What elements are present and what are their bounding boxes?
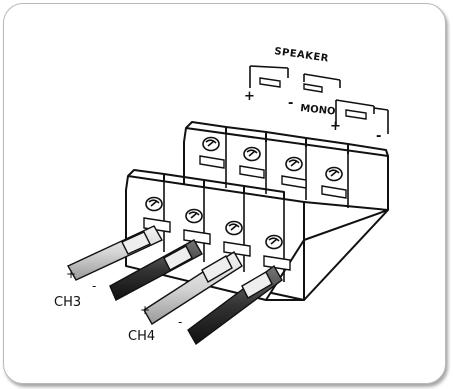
ch3-label: CH3 (54, 295, 81, 310)
screw-icon (202, 136, 220, 152)
speaker-title: SPEAKER (274, 46, 330, 65)
channel-screws (143, 196, 291, 271)
ch3-minus-label: - (92, 279, 96, 293)
speaker-plus-left: + (244, 89, 255, 104)
screw-icon (285, 156, 303, 172)
ch4-minus-label: - (178, 315, 182, 329)
figure-frame: SPEAKER + - MONO + - (3, 3, 446, 384)
screw-icon (225, 220, 243, 236)
speaker-screws (199, 136, 347, 199)
ch4-plus-label: + (140, 303, 150, 317)
screw-icon (145, 196, 163, 212)
mono-label: MONO (300, 103, 336, 118)
speaker-minus-left: - (288, 96, 293, 111)
speaker-plus-right: + (330, 119, 341, 134)
back-clamp-plates (199, 155, 347, 199)
cables (67, 225, 283, 346)
ch4-label: CH4 (128, 329, 155, 344)
screw-icon (185, 208, 203, 224)
screw-icon (265, 234, 283, 250)
speaker-minus-right: - (376, 129, 381, 144)
ch3-plus-label: + (66, 267, 76, 281)
speaker-bracket-lines (249, 65, 389, 134)
channel-labels: + - CH3 + - CH4 (54, 267, 182, 344)
cable-ferrules (121, 231, 273, 299)
screw-icon (243, 146, 261, 162)
speaker-tab-icons (259, 77, 367, 120)
speaker-label-group: SPEAKER + - MONO + - (244, 46, 389, 144)
terminal-diagram: SPEAKER + - MONO + - (54, 46, 389, 346)
front-clamp-plates (143, 217, 291, 271)
screw-icon (325, 166, 343, 182)
